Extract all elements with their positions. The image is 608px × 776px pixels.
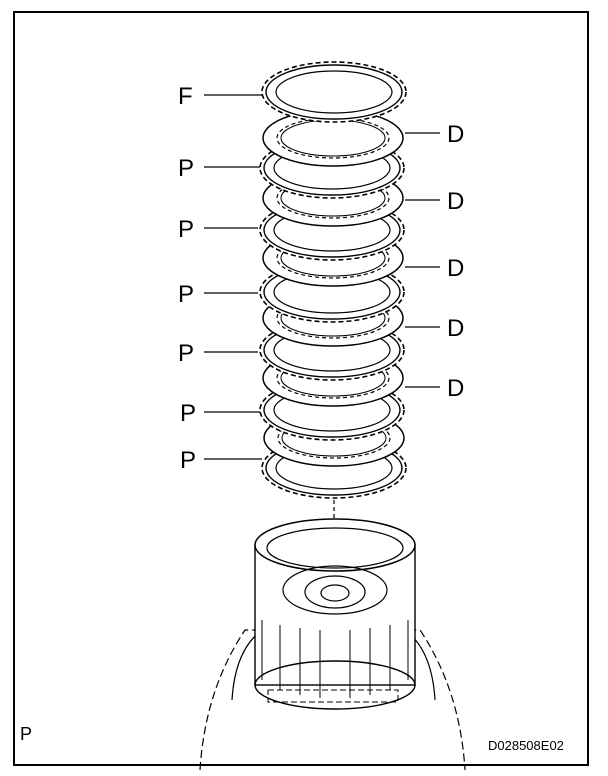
plate-stack — [259, 61, 407, 499]
label-p: P — [178, 155, 194, 182]
label-f: F — [178, 83, 193, 110]
label-p: P — [178, 216, 194, 243]
label-p: P — [180, 400, 196, 427]
label-p: P — [178, 340, 194, 367]
label-d: D — [447, 315, 464, 342]
label-p: P — [180, 447, 196, 474]
corner-mark: P — [20, 724, 33, 744]
label-d: D — [447, 188, 464, 215]
label-d: D — [447, 375, 464, 402]
leader-lines — [204, 94, 440, 460]
label-d: D — [447, 121, 464, 148]
clutch-drum — [199, 518, 466, 771]
figure-id: D028508E02 — [488, 738, 564, 753]
label-p: P — [178, 281, 194, 308]
label-d: D — [447, 255, 464, 282]
